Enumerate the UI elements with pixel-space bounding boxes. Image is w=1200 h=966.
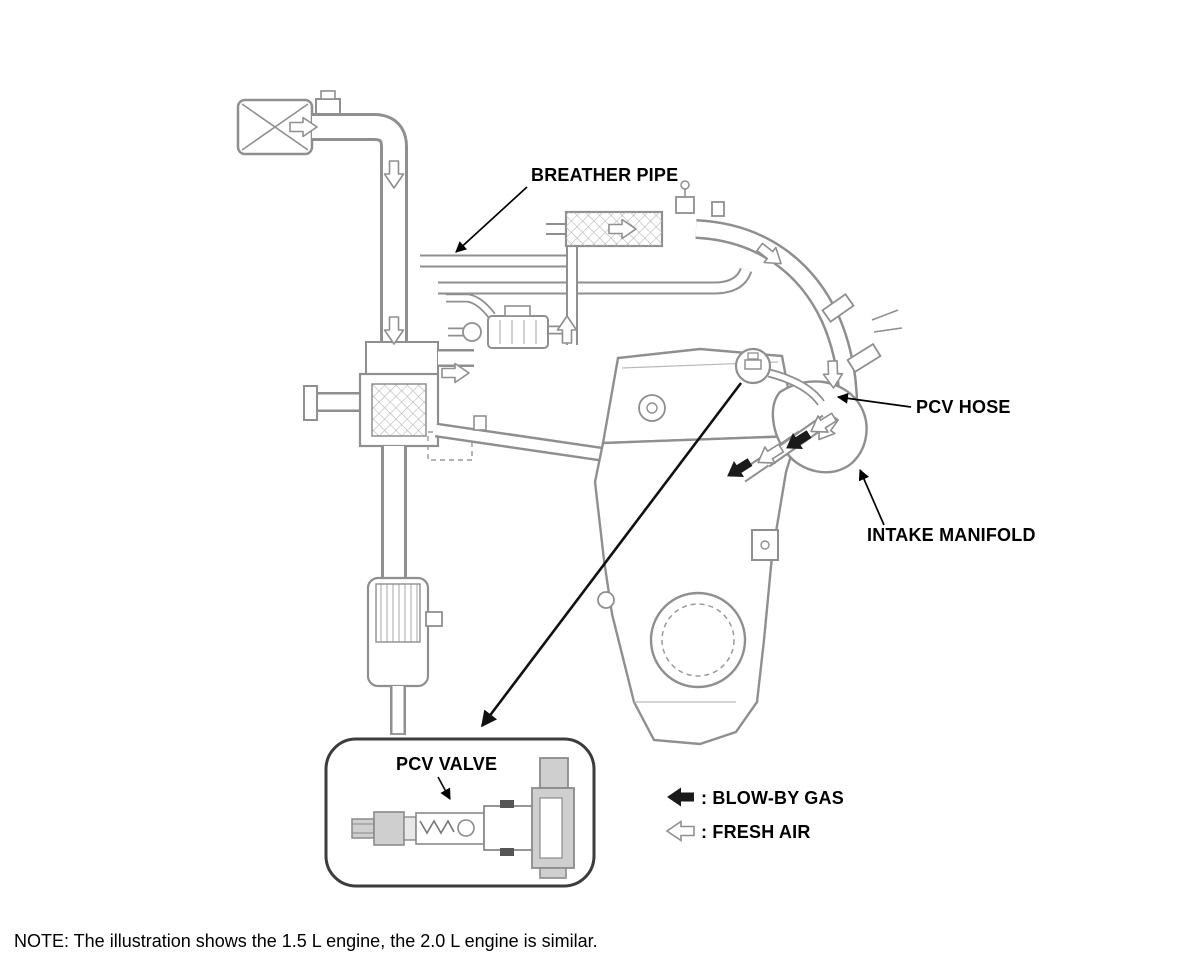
pcv-valve-pointer-arrow [480,382,743,728]
label-pcv-valve: PCV VALVE [396,754,497,774]
secondary-breather-hose [438,267,753,295]
label-intake-manifold: INTAKE MANIFOLD [867,525,1036,545]
pcv-hose [767,368,825,406]
pcv-valve-inset: PCV VALVE [324,737,596,888]
legend: : BLOW-BY GAS : FRESH AIR [666,787,844,842]
purge-valve-cluster [446,293,562,349]
legend-fresh-air-label: : FRESH AIR [701,822,811,842]
footnote: NOTE: The illustration shows the 1.5 L e… [14,931,598,951]
legend-blow-by-gas-label: : BLOW-BY GAS [701,788,844,808]
pcv-hose-leader-arrow [836,392,912,408]
breather-pipe-leader-arrow [455,186,528,253]
valve-spring [419,819,455,835]
label-breather-pipe: BREATHER PIPE [531,165,678,185]
intake-manifold-leader-arrow [858,468,885,526]
valve-plunger [457,819,475,837]
fresh-air-legend-icon [666,820,695,842]
pcv-valve-location [734,347,772,385]
main-inlet-duct [312,113,408,344]
right-side-connectors [821,292,903,374]
mid-intake-pipe [434,415,616,464]
pcv-valve-label-arrow [437,776,451,800]
crank-pulley [649,591,747,689]
blow-by-gas-legend-icon [667,787,694,807]
left-inlet-stub [303,385,366,421]
callouts: BREATHER PIPE PCV HOSE INTAKE MANIFOLD [455,165,1036,545]
lower-duct [381,431,473,578]
top-fittings [675,180,725,217]
label-pcv-hose: PCV HOSE [916,397,1011,417]
pcv-valve-cross-section [351,757,575,879]
engine-block [593,347,799,746]
resonator-canister [366,576,443,735]
air-filter-housing [358,372,440,448]
